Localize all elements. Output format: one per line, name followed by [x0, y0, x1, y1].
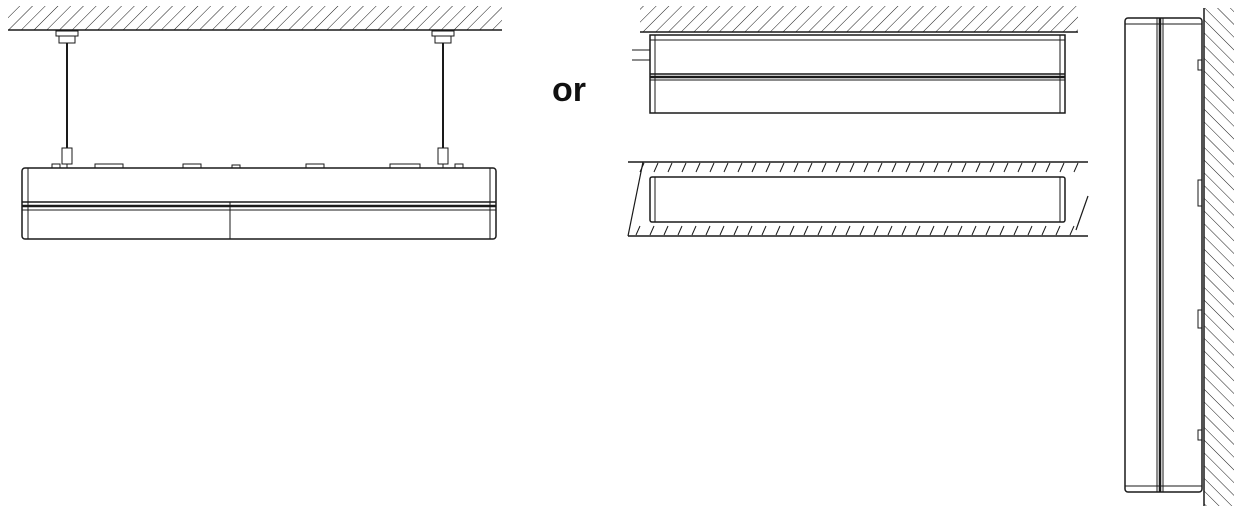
luminaire-body: [1124, 17, 1203, 493]
ceiling-hatch: [640, 6, 1078, 33]
canopy-left: [55, 30, 79, 44]
luminaire-body: [632, 34, 1066, 114]
wall-mount-view: [1124, 8, 1234, 506]
cable-gripper-left: [61, 147, 73, 168]
surface-mount-view: [632, 6, 1078, 114]
recessed-mount-view: [627, 161, 1089, 237]
luminaire-body: [21, 163, 497, 240]
recess-opening: [627, 161, 1089, 237]
wall-hatch: [1203, 8, 1234, 506]
or-separator-label: or: [552, 71, 586, 109]
cable-gripper-right: [437, 147, 449, 168]
canopy-right: [431, 30, 455, 44]
luminaire-body: [649, 176, 1066, 223]
ceiling-hatch: [8, 6, 502, 31]
suspended-mount-view: [8, 6, 502, 240]
